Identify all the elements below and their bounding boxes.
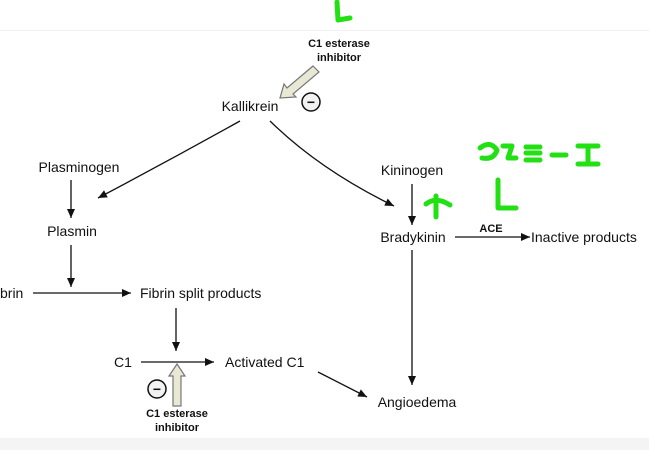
inhibit-symbol-bottom: − (147, 379, 167, 399)
handwritten-mark-a (477, 142, 500, 161)
c1-inhibitor-bottom-label-line1: C1 esterase (146, 408, 208, 420)
arrow-kallikrein-to-bradykinin (269, 120, 395, 207)
handwritten-up-arrow (423, 193, 453, 220)
inhibit-symbol-top: − (301, 92, 321, 112)
top-band (0, 0, 649, 31)
c1-inhibitor-top-label-line1: C1 esterase (308, 38, 370, 50)
handwriting-annotations (334, 0, 601, 220)
inactive-products-label: Inactive products (531, 229, 637, 245)
arrow-kallikrein-to-plasmin (97, 120, 241, 199)
kallikrein-label: Kallikrein (222, 98, 279, 114)
kininogen-label: Kininogen (381, 162, 443, 178)
angioedema-label: Angioedema (378, 394, 457, 410)
handwritten-inhibit-mark (495, 177, 519, 211)
handwritten-mark-top (334, 0, 353, 23)
inhibitor-arrow-bottom (167, 362, 187, 407)
c1-inhibitor-top-label-line2: inhibitor (317, 52, 362, 64)
handwritten-mark-c (523, 144, 543, 163)
plasmin-label: Plasmin (47, 223, 97, 239)
handwritten-mark-b (500, 143, 519, 161)
svg-text:−: − (307, 94, 315, 110)
fibrin-split-products-label: Fibrin split products (140, 285, 261, 301)
ace-label: ACE (479, 223, 502, 235)
arrow-activated-c1-to-angioedema (317, 371, 368, 398)
activated-c1-label: Activated C1 (225, 354, 305, 370)
inhibitor-arrow-top (279, 65, 320, 99)
handwritten-mark-e (575, 143, 601, 167)
bradykinin-label: Bradykinin (380, 229, 445, 245)
bottom-band (0, 438, 649, 450)
c1-label: C1 (114, 354, 132, 370)
fibrin-label: brin (0, 285, 23, 301)
c1-inhibitor-bottom-label-line2: inhibitor (155, 422, 200, 434)
svg-text:−: − (153, 381, 161, 397)
plasminogen-label: Plasminogen (39, 159, 120, 175)
